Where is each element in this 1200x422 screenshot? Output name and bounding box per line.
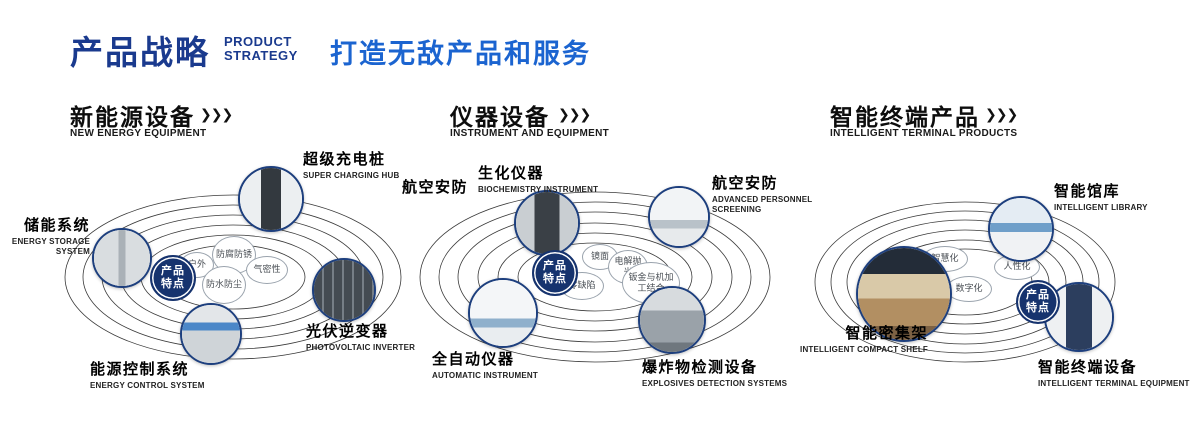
label-aviation-security: 航空安防 — [402, 179, 469, 196]
product-label-energy-control: 能源控制系统 ENERGY CONTROL SYSTEM — [90, 361, 205, 390]
page-subtitle-line2: STRATEGY — [224, 47, 298, 63]
energy-storage-circle — [92, 228, 152, 288]
product-label-super-charging-hub: 超级充电桩 SUPER CHARGING HUB — [303, 151, 400, 180]
section-subtitle-terminal: INTELLIGENT TERMINAL PRODUCTS — [830, 128, 1018, 139]
automatic-instrument-circle — [468, 278, 538, 348]
explosives-detection-circle — [638, 286, 706, 354]
energy-control-circle — [180, 303, 242, 365]
compact-shelf-circle — [856, 246, 952, 342]
page-subtitle-line1: PRODUCT — [224, 34, 292, 49]
feature-tag: 防水防尘 — [202, 266, 246, 304]
triple-chevron-icon: ❯❯❯ — [558, 106, 591, 122]
photovoltaic-inverter-circle — [312, 258, 376, 322]
section-subtitle-new-energy: NEW ENERGY EQUIPMENT — [70, 128, 207, 139]
product-label-intelligent-terminal: 智能终端设备 INTELLIGENT TERMINAL EQUIPMENT — [1038, 359, 1190, 388]
intelligent-library-circle — [988, 196, 1054, 262]
personnel-screening-photo — [650, 188, 708, 246]
automatic-instrument-photo — [470, 280, 536, 346]
section-title-terminal: 智能终端产品 — [830, 104, 980, 130]
page-title: 产品战略 — [70, 34, 210, 71]
super-charging-hub-photo — [240, 168, 302, 230]
section-title-instrument: 仪器设备 — [450, 104, 550, 130]
triple-chevron-icon: ❯❯❯ — [985, 106, 1018, 122]
product-label-intelligent-library: 智能馆库 INTELLIGENT LIBRARY — [1054, 183, 1148, 212]
product-label-energy-storage: 储能系统 ENERGY STORAGE SYSTEM — [11, 217, 90, 256]
intelligent-terminal-circle — [1044, 282, 1114, 352]
biochemistry-instrument-photo — [516, 192, 578, 254]
energy-storage-photo — [94, 230, 150, 286]
photovoltaic-inverter-photo — [314, 260, 374, 320]
feature-tag: 数字化 — [946, 276, 992, 302]
section-subtitle-instrument: INSTRUMENT AND EQUIPMENT — [450, 128, 610, 139]
section-title-new-energy: 新能源设备 — [70, 104, 195, 130]
page-tagline: 打造无敌产品和服务 — [330, 39, 591, 69]
compact-shelf-photo — [858, 248, 950, 340]
explosives-detection-photo — [640, 288, 704, 352]
product-features-badge: 产品 特点 — [150, 255, 196, 301]
page-subtitle: PRODUCT STRATEGY — [224, 35, 298, 62]
energy-control-photo — [182, 305, 240, 363]
product-features-badge: 产品 特点 — [532, 250, 578, 296]
biochemistry-instrument-circle — [514, 190, 580, 256]
product-label-photovoltaic-inverter: 光伏逆变器 PHOTOVOLTAIC INVERTER — [306, 323, 416, 352]
super-charging-hub-circle — [238, 166, 304, 232]
product-label-personnel-screening: 航空安防 ADVANCED PERSONNEL SCREENING — [712, 175, 813, 214]
product-features-badge: 产品 特点 — [1016, 280, 1060, 324]
intelligent-library-photo — [990, 198, 1052, 260]
product-label-automatic-instrument: 全自动仪器 AUTOMATIC INSTRUMENT — [432, 351, 538, 380]
feature-tag: 气密性 — [246, 256, 288, 284]
product-label-biochemistry: 生化仪器 BIOCHEMISTRY INSTRUMENT — [478, 165, 599, 194]
triple-chevron-icon: ❯❯❯ — [200, 106, 233, 122]
product-label-explosives-detection: 爆炸物检测设备 EXPLOSIVES DETECTION SYSTEMS — [642, 359, 788, 388]
product-label-compact-shelf: 智能密集架 INTELLIGENT COMPACT SHELF — [800, 325, 928, 354]
personnel-screening-circle — [648, 186, 710, 248]
